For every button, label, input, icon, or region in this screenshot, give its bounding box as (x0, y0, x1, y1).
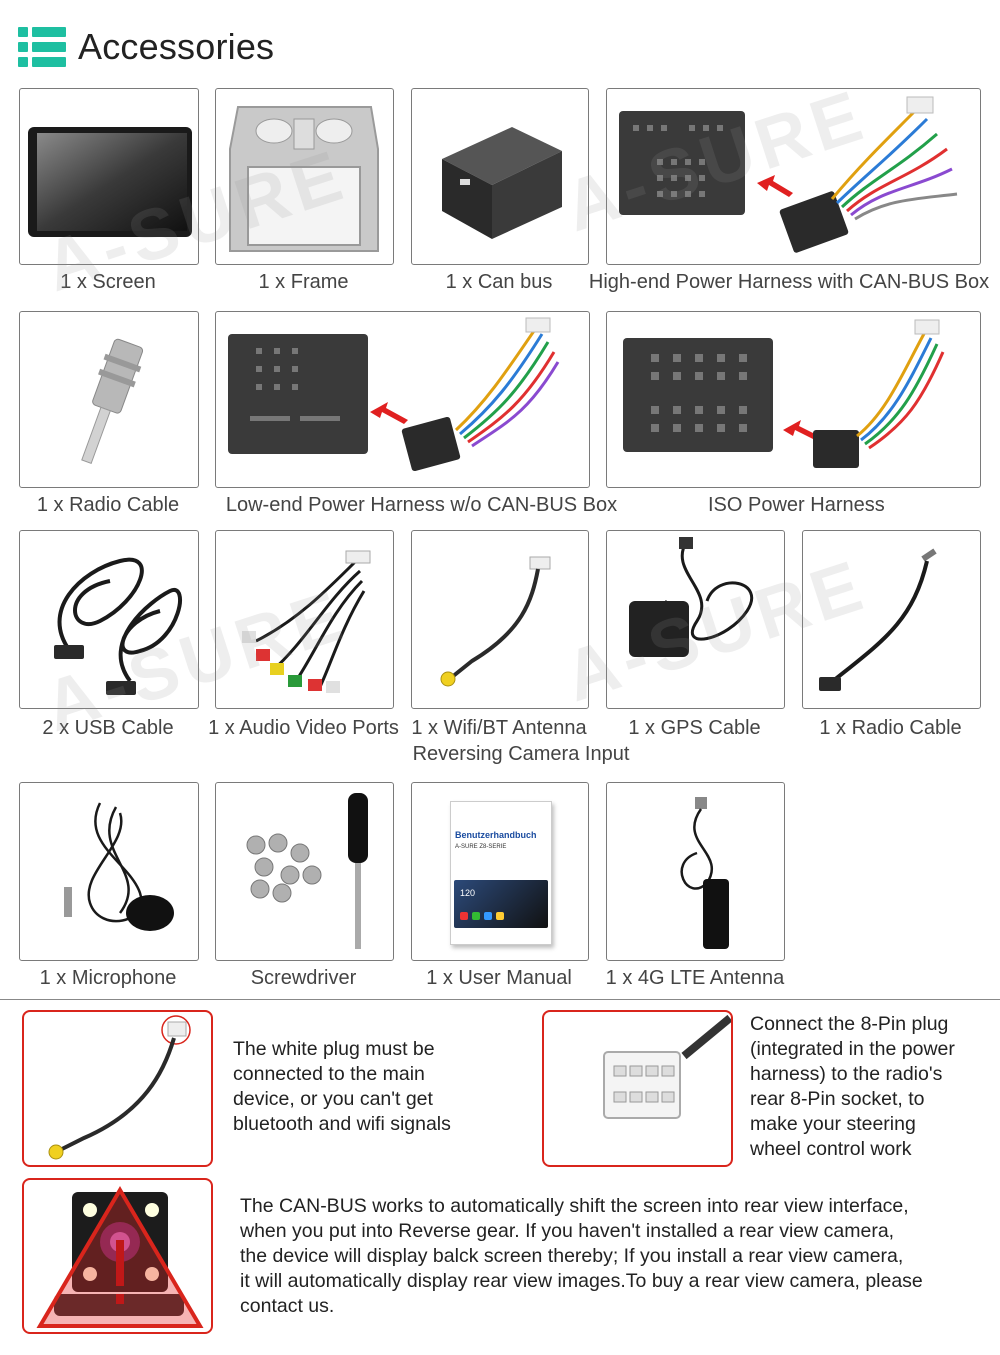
reversing-camera-input-label: Reversing Camera Input (412, 743, 630, 765)
radio-cable-1-image (19, 311, 199, 488)
white-plug-note: The white plug must be connected to the … (233, 1038, 451, 1135)
screen-image (19, 88, 199, 265)
user-manual-label: 1 x User Manual (426, 967, 572, 989)
canbus-note: The CAN-BUS works to automatically shift… (240, 1195, 923, 1317)
page-title: Accessories (78, 26, 275, 67)
screwdriver-label: Screwdriver (250, 967, 357, 989)
radio-cable-1-label: 1 x Radio Cable (36, 494, 180, 516)
microphone-label: 1 x Microphone (39, 967, 177, 989)
wifi-antenna-image (411, 530, 589, 709)
low-end-harness-image (215, 311, 590, 488)
high-end-harness-label: High-end Power Harness with CAN-BUS Box (588, 271, 990, 293)
manual-subtitle: A-SURE Z8-SERIE (455, 844, 507, 850)
gps-cable-label: 1 x GPS Cable (628, 717, 761, 739)
iso-harness-image (606, 311, 981, 488)
section-divider (0, 999, 1000, 1000)
manual-speed: 120 (460, 888, 476, 898)
screwdriver-image (215, 782, 394, 961)
frame-label: 1 x Frame (258, 271, 349, 293)
usb-cable-label: 2 x USB Cable (42, 717, 174, 739)
white-plug-image (22, 1010, 213, 1167)
high-end-harness-image (606, 88, 981, 265)
canbus-image (411, 88, 589, 265)
av-ports-image (215, 530, 394, 709)
gps-cable-image (606, 530, 785, 709)
eight-pin-plug-image (542, 1010, 733, 1167)
radio-cable-2-label: 1 x Radio Cable (819, 717, 962, 739)
usb-cable-image (19, 530, 199, 709)
screen-label: 1 x Screen (60, 271, 156, 293)
frame-image (215, 88, 394, 265)
av-ports-label: 1 x Audio Video Ports (208, 717, 399, 739)
microphone-image (19, 782, 199, 961)
list-icon (18, 25, 68, 69)
lte-antenna-label: 1 x 4G LTE Antenna (605, 967, 785, 989)
user-manual-image: Benutzerhandbuch A-SURE Z8-SERIE 120 (411, 782, 589, 961)
rear-camera-image (22, 1178, 213, 1334)
low-end-harness-label: Low-end Power Harness w/o CAN-BUS Box (225, 494, 618, 516)
iso-harness-label: ISO Power Harness (708, 494, 885, 516)
eight-pin-note: Connect the 8-Pin plug (integrated in th… (750, 1013, 955, 1160)
wifi-antenna-label: 1 x Wifi/BT Antenna (411, 717, 587, 739)
radio-cable-2-image (802, 530, 981, 709)
page-header: Accessories (18, 24, 274, 70)
canbus-label: 1 x Can bus (445, 271, 553, 293)
manual-title: Benutzerhandbuch (455, 830, 537, 840)
manual-screen-preview: 120 (454, 880, 548, 928)
manual-booklet: Benutzerhandbuch A-SURE Z8-SERIE 120 (450, 801, 552, 945)
lte-antenna-image (606, 782, 785, 961)
